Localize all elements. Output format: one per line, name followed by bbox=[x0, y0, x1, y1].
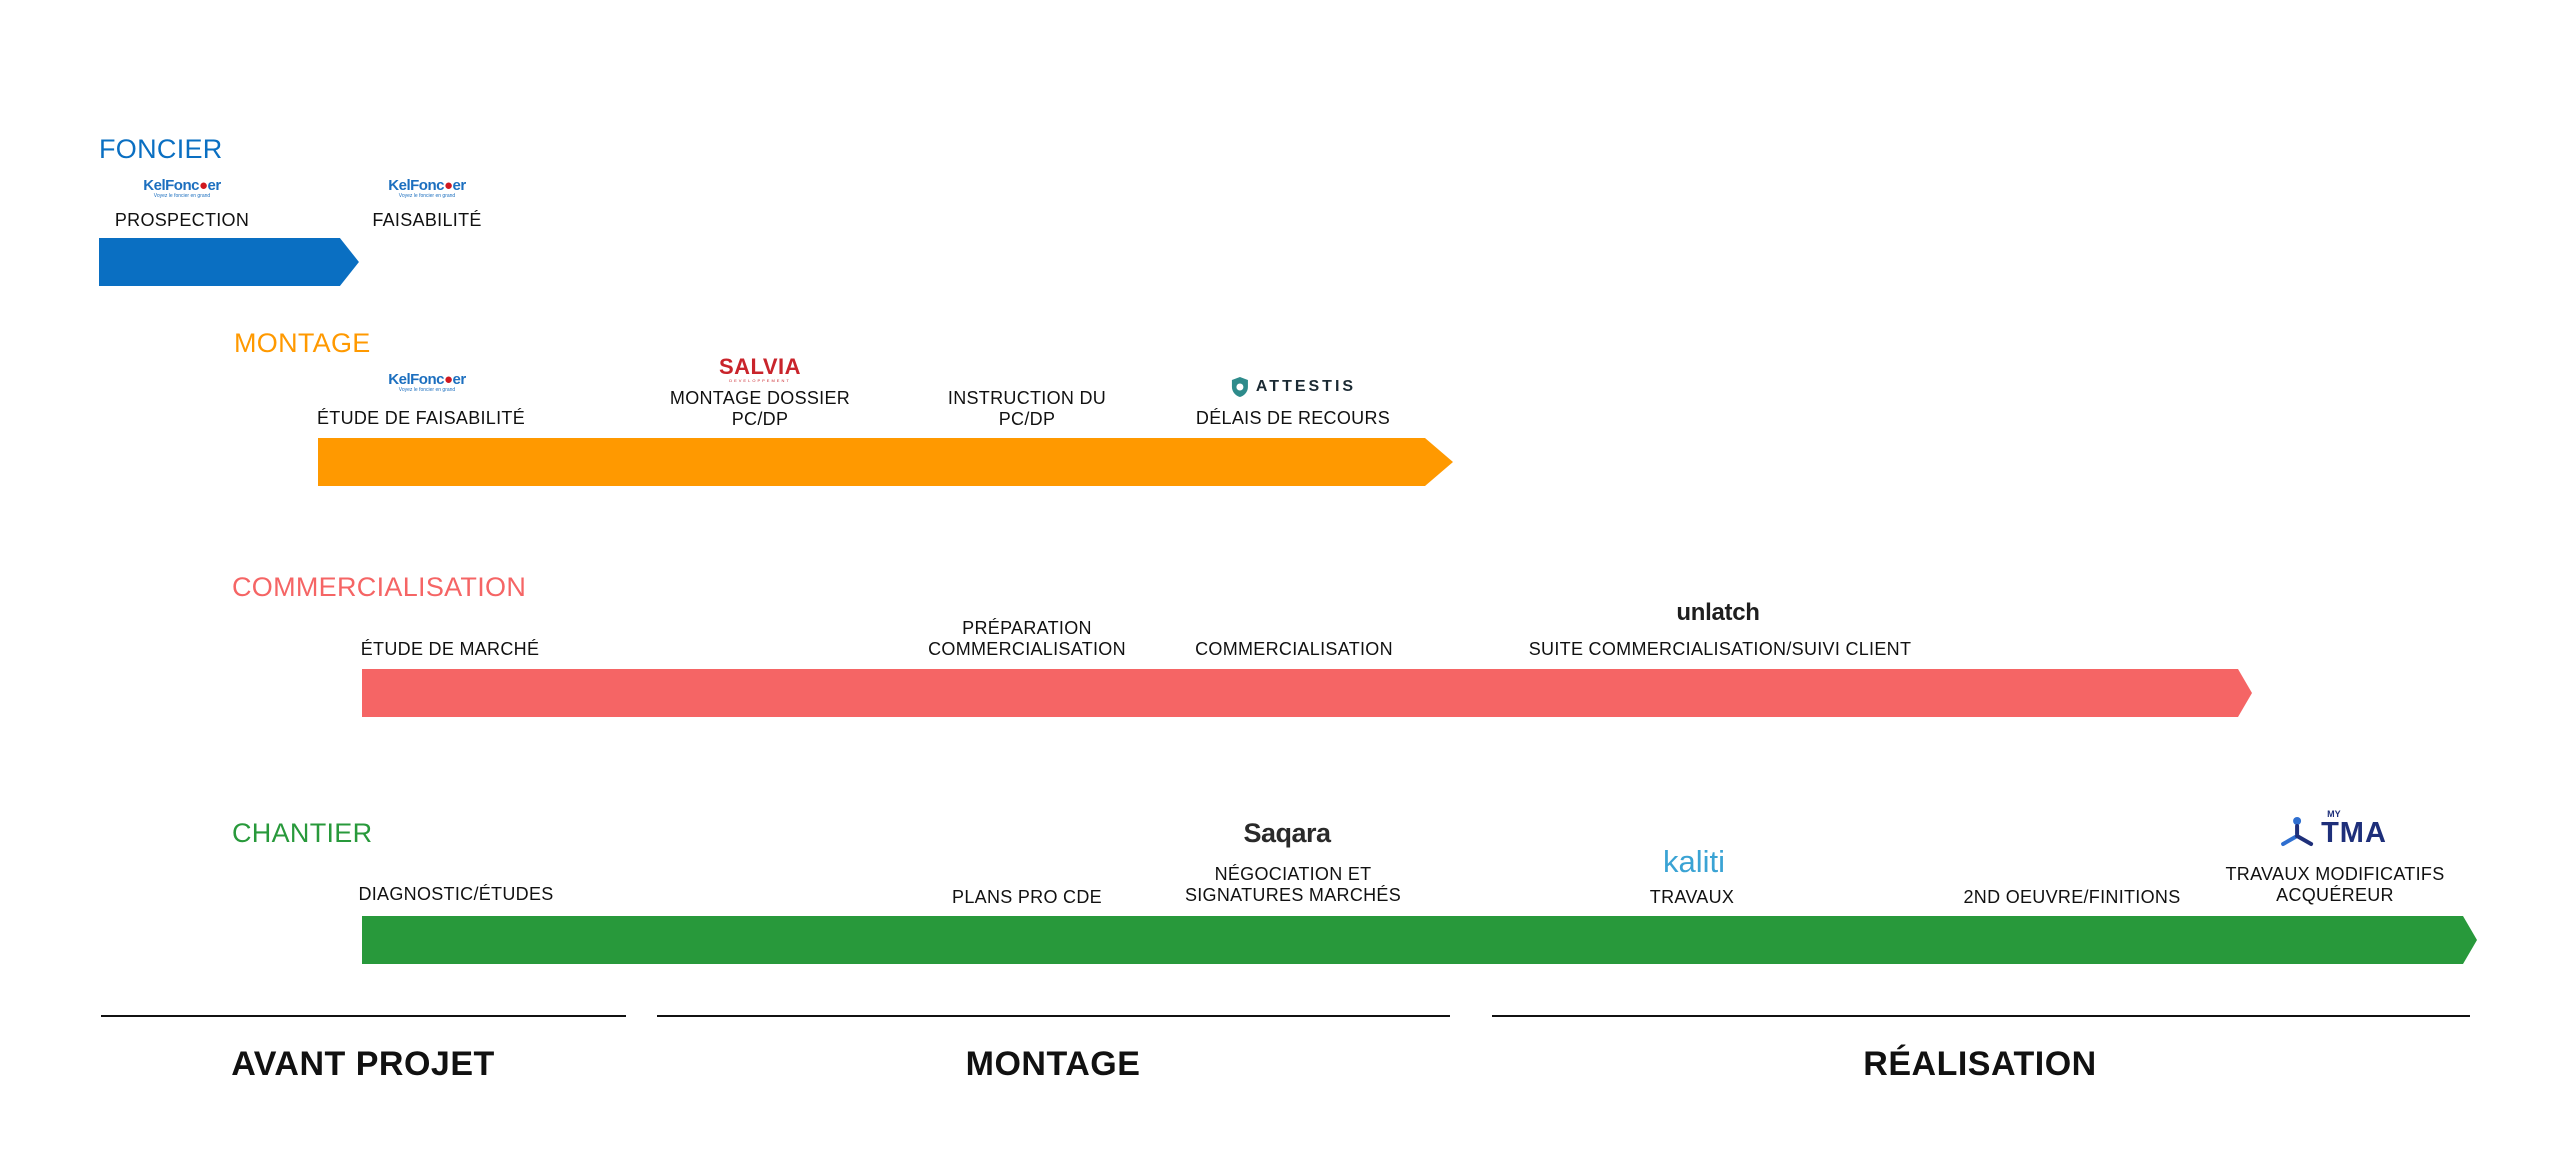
label-diagnostic: DIAGNOSTIC/ÉTUDES bbox=[358, 884, 554, 904]
foncier-title: FONCIER bbox=[99, 134, 223, 164]
commercialisation-title: COMMERCIALISATION bbox=[232, 572, 527, 602]
shield-icon bbox=[1231, 377, 1248, 397]
commercialisation-arrow-bar bbox=[362, 669, 2252, 717]
label-montage-dossier: MONTAGE DOSSIER PC/DP bbox=[669, 388, 851, 429]
label-instruction: INSTRUCTION DU PC/DP bbox=[947, 388, 1107, 429]
phase-label-realisation: RÉALISATION bbox=[1863, 1045, 2097, 1083]
kelfoncier-logo-faisabilite: KelFonc●er Voyez le foncier en grand bbox=[388, 177, 466, 199]
label-plans-pro: PLANS PRO CDE bbox=[952, 887, 1102, 907]
label-etude-faisabilite: ÉTUDE DE FAISABILITÉ bbox=[316, 408, 526, 428]
mytma-logo: MY TMA bbox=[2277, 810, 2387, 848]
phase-line-realisation bbox=[1492, 1015, 2470, 1017]
label-preparation: PRÉPARATION COMMERCIALISATION bbox=[928, 618, 1126, 659]
foncier-arrow-bar bbox=[99, 238, 359, 286]
phase-label-avant-projet: AVANT PROJET bbox=[231, 1045, 495, 1083]
kaliti-logo: kaliti bbox=[1662, 844, 1726, 879]
label-travaux-modificatifs: TRAVAUX MODIFICATIFS ACQUÉREUR bbox=[2225, 864, 2445, 905]
label-delais-recours: DÉLAIS DE RECOURS bbox=[1195, 408, 1391, 428]
label-prospection: PROSPECTION bbox=[114, 210, 250, 230]
montage-arrow-bar bbox=[318, 438, 1453, 486]
salvia-logo: SALVIA DEVELOPPEMENT bbox=[718, 354, 802, 384]
phase-label-montage: MONTAGE bbox=[965, 1045, 1141, 1083]
label-suite-commercialisation: SUITE COMMERCIALISATION/SUIVI CLIENT bbox=[1528, 639, 1912, 659]
label-second-oeuvre: 2ND OEUVRE/FINITIONS bbox=[1963, 887, 2181, 907]
label-travaux: TRAVAUX bbox=[1649, 887, 1735, 907]
attestis-logo: ATTESTIS bbox=[1230, 376, 1356, 398]
chantier-arrow-bar bbox=[362, 916, 2477, 964]
phase-line-montage bbox=[657, 1015, 1450, 1017]
phase-line-avant-projet bbox=[101, 1015, 626, 1017]
label-faisabilite: FAISABILITÉ bbox=[372, 210, 482, 230]
label-negociation: NÉGOCIATION ET SIGNATURES MARCHÉS bbox=[1184, 864, 1402, 905]
montage-title: MONTAGE bbox=[234, 328, 371, 358]
chantier-title: CHANTIER bbox=[232, 818, 373, 848]
label-etude-marche: ÉTUDE DE MARCHÉ bbox=[360, 639, 540, 659]
saqara-logo: Saqara bbox=[1243, 818, 1331, 848]
kelfoncier-logo-prospection: KelFonc●er Voyez le foncier en grand bbox=[143, 177, 221, 199]
label-commercialisation: COMMERCIALISATION bbox=[1195, 639, 1393, 659]
unlatch-logo: unlatch bbox=[1676, 599, 1760, 626]
mytma-symbol-icon bbox=[2281, 817, 2314, 846]
kelfoncier-logo-etude: KelFonc●er Voyez le foncier en grand bbox=[388, 371, 466, 393]
